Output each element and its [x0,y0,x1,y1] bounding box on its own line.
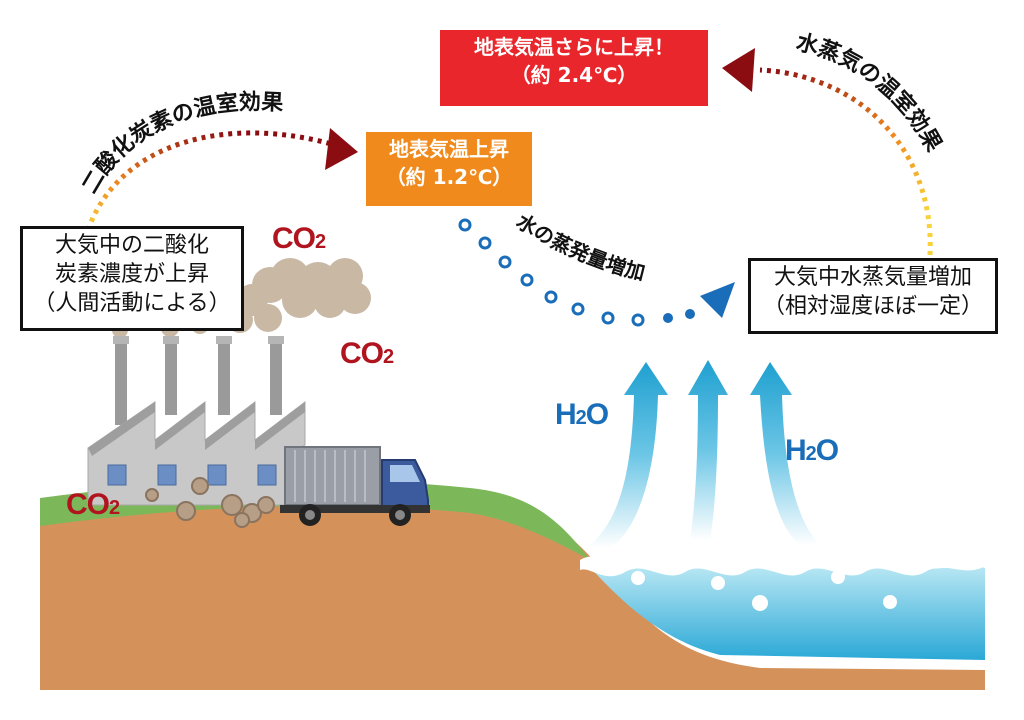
co2-label: CO2 [340,337,394,370]
evaporation-dot-solid [663,313,673,323]
evaporation-arrowhead [700,282,735,318]
vapor-plumes [590,360,820,548]
temp-rise-more-line-1: 地表気温さらに上昇！ [474,35,674,59]
vapor-greenhouse-arrowhead [722,48,755,92]
co2-box-line-3: （人間活動による） [33,291,231,316]
sea-water [588,561,985,660]
co2-greenhouse-arrowhead [325,128,358,170]
factory-windows [107,464,277,486]
evaporation-dots [458,218,645,327]
co2-greenhouse-label: 二酸化炭素の温室効果 [78,89,284,198]
temperature-rise-box: 地表気温上昇 （約 1.2℃） [366,132,532,206]
sea-wave-crest [580,554,985,577]
bubble [631,571,645,585]
h2o-label: H2O [785,434,839,467]
co2-greenhouse-arrow-path [85,130,336,231]
co2-box-line-2: 炭素濃度が上昇 [54,262,209,287]
truck [280,446,430,526]
exhaust-puffs [145,477,275,528]
evaporation-dot-solid [685,309,695,319]
co2-concentration-box: 大気中の二酸化 炭素濃度が上昇 （人間活動による） [20,226,244,331]
vapor-box-line-2: （相対湿度ほぼ一定） [762,294,983,319]
vapor-greenhouse-label: 水蒸気の温室効果 [794,30,946,156]
vapor-box-line-1: 大気中水蒸気量増加 [773,265,972,290]
co2-label: CO2 [66,488,120,521]
co2-label: CO2 [272,222,326,255]
temp-rise-line-1: 地表気温上昇 [389,137,509,161]
evaporation-label: 水の蒸発量増加 [512,209,647,285]
water-vapor-increase-box: 大気中水蒸気量増加 （相対湿度ほぼ一定） [748,258,998,334]
co2-box-line-1: 大気中の二酸化 [54,233,209,258]
bubble [831,570,845,584]
temp-rise-more-line-2: （約 2.4℃） [510,63,638,87]
temp-rise-line-2: （約 1.2℃） [385,165,513,189]
bubble [752,595,768,611]
factory-roof-shade [88,402,305,456]
temperature-rise-more-box: 地表気温さらに上昇！ （約 2.4℃） [440,30,708,106]
bubble [883,595,897,609]
bubble [711,576,725,590]
chimney-caps [113,336,284,344]
h2o-label: H2O [555,398,609,431]
chimneys [115,340,282,425]
vapor-greenhouse-arrow-path [759,67,933,256]
soil-ground [40,492,985,690]
